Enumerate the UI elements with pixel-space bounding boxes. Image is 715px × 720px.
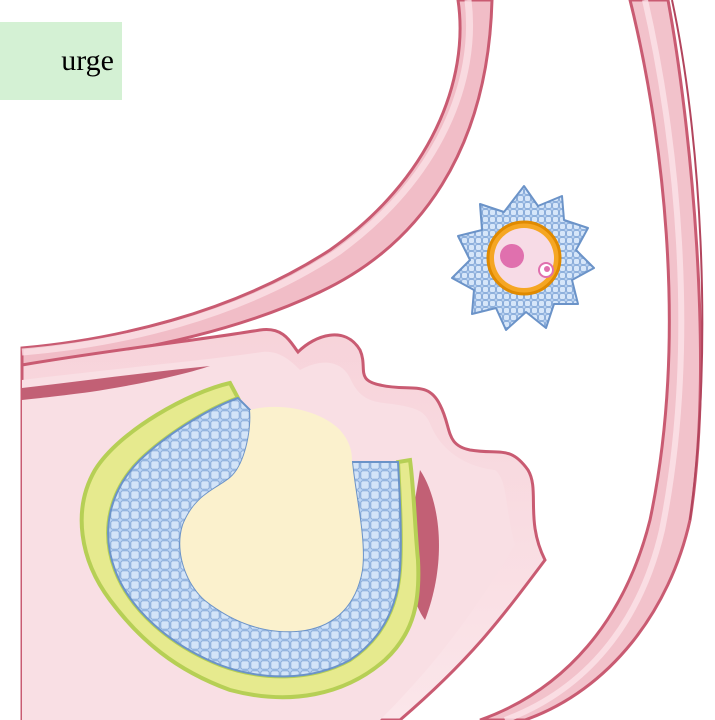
- label-box: urge: [0, 22, 122, 100]
- oocyte-nucleus: [500, 244, 524, 268]
- label-text: urge: [61, 44, 114, 78]
- oocyte-with-corona-radiata-icon: [452, 186, 594, 330]
